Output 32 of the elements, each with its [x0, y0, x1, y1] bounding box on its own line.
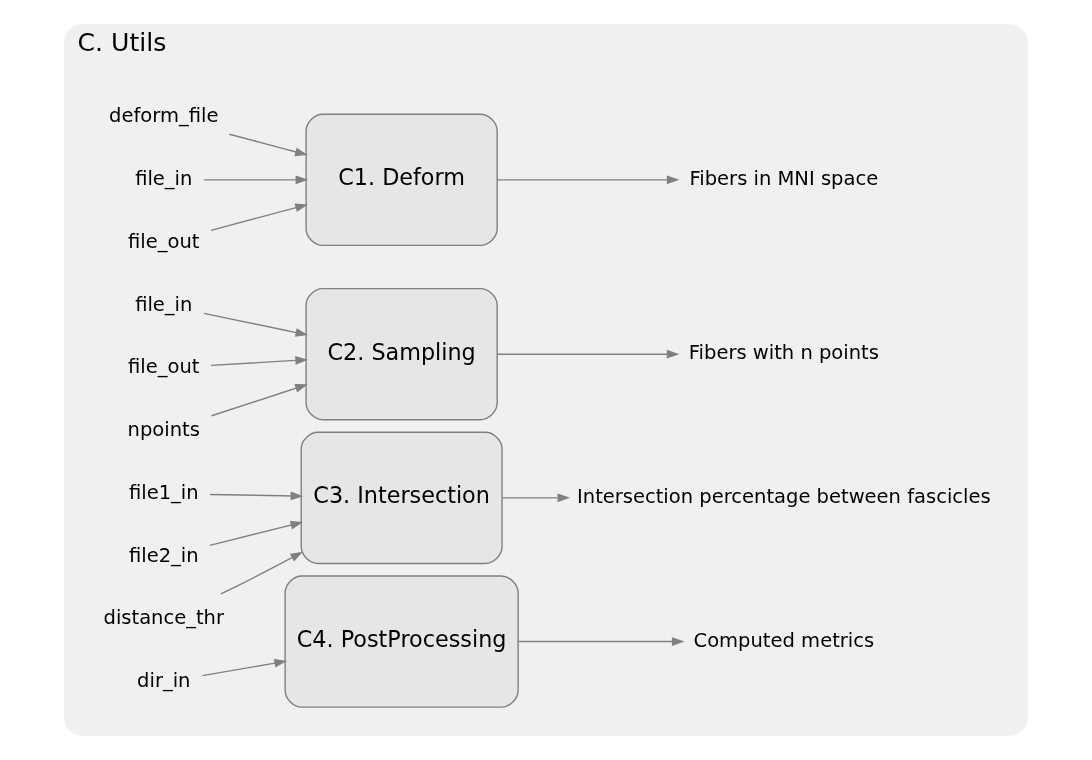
node-text: distance_thr: [103, 606, 225, 630]
node-text: file_in: [135, 166, 193, 190]
arrow: [210, 356, 308, 367]
arrow: [496, 175, 680, 185]
node-text: Fibers with n points: [688, 341, 879, 365]
node-text: Intersection percentage between fascicles: [577, 485, 991, 509]
node-text: file_out: [128, 229, 200, 253]
node-text: Fibers in MNI space: [689, 166, 879, 190]
node-text: file_out: [128, 355, 200, 379]
arrow: [209, 520, 304, 546]
arrow: [209, 491, 304, 501]
node-text: file1_in: [128, 480, 199, 504]
node-text: deform_file: [109, 104, 219, 128]
node-text: file2_in: [128, 543, 199, 567]
arrow: [210, 203, 308, 232]
arrow: [210, 384, 308, 417]
arrow: [203, 312, 309, 337]
arrow: [501, 493, 571, 503]
arrow: [517, 637, 685, 646]
node-text: file_in: [135, 292, 193, 316]
arrow: [496, 349, 680, 359]
node-text: npoints: [127, 418, 200, 442]
arrow: [201, 658, 287, 677]
node-box: C1. Deform: [305, 113, 498, 247]
node-text: Computed metrics: [693, 628, 875, 652]
node-box: C2. Sampling: [305, 287, 498, 421]
node-text: dir_in: [137, 669, 191, 693]
node-box: C4. PostProcessing: [284, 575, 519, 708]
node-box: C3. Intersection: [300, 431, 503, 565]
arrow: [228, 133, 308, 157]
arrow: [203, 175, 309, 185]
arrow: [220, 551, 303, 595]
